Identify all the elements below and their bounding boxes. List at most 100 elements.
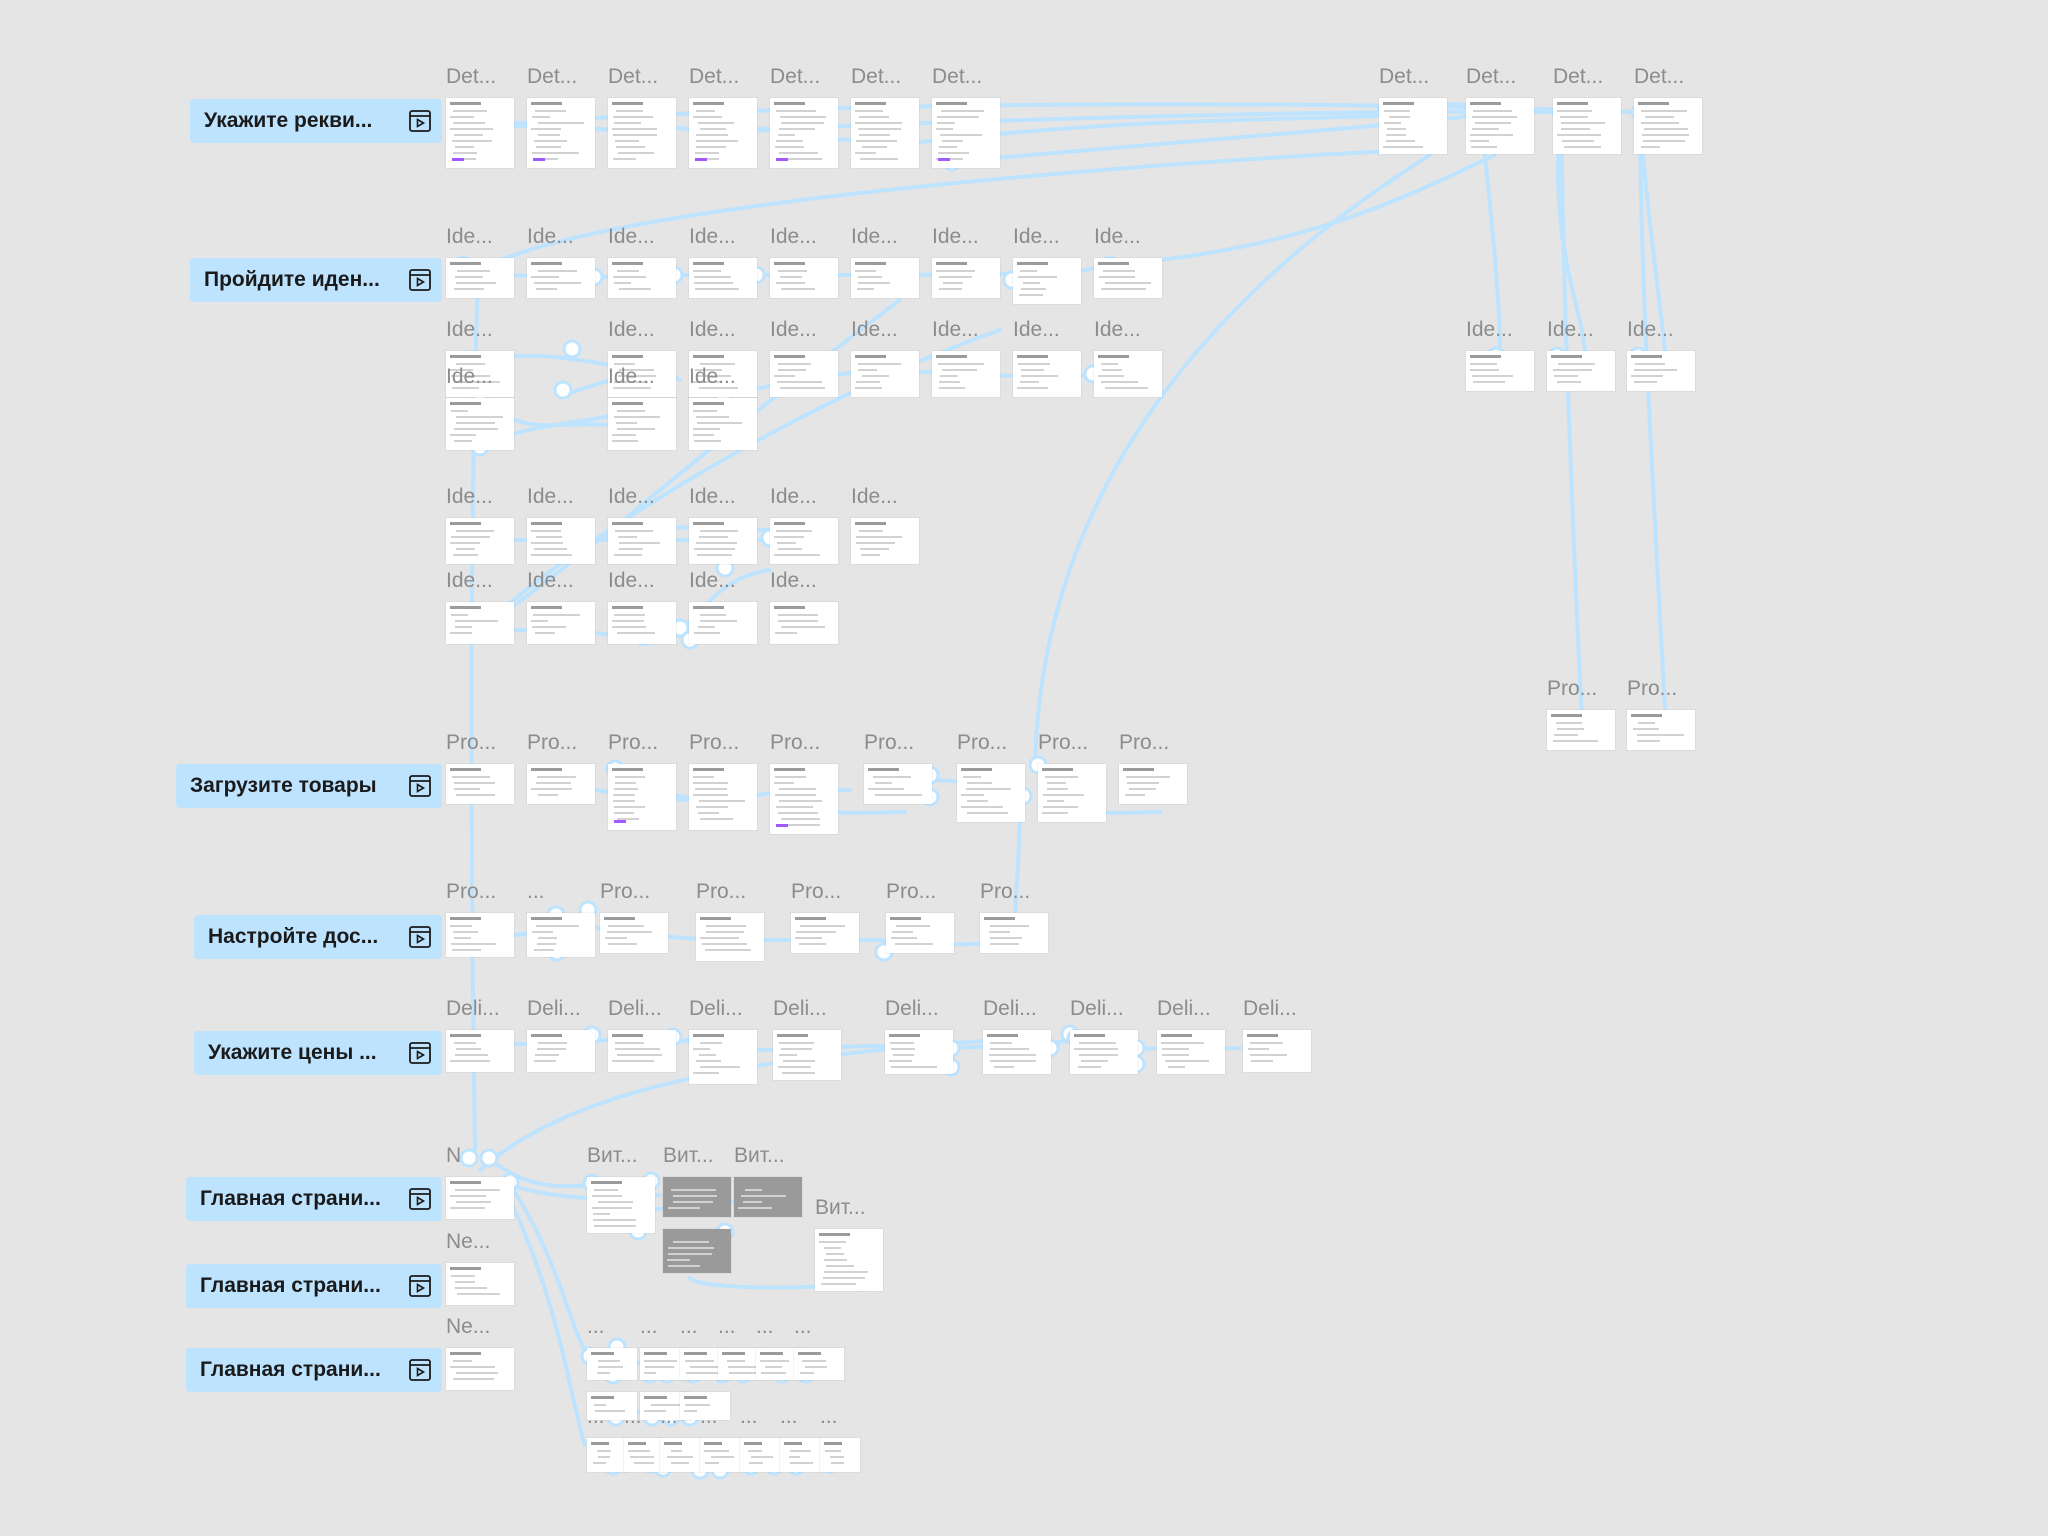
frame-name[interactable]: Ide... [527,569,574,592]
frame-thumbnail[interactable] [446,1030,514,1072]
frame-name[interactable]: Det... [1466,65,1517,88]
frame-name[interactable]: Ide... [770,569,817,592]
frame-thumbnail[interactable] [1634,98,1702,154]
frame-name[interactable]: Ide... [1094,318,1141,341]
frame-name[interactable]: Ne... [446,1230,491,1253]
frame-thumbnail[interactable] [770,518,838,564]
frame-thumbnail[interactable] [446,913,514,957]
frame-thumbnail[interactable] [932,98,1000,168]
frame-name[interactable]: Det... [1379,65,1430,88]
frame-name[interactable]: Ide... [689,485,736,508]
play-frame-icon[interactable] [408,774,432,798]
frame-thumbnail[interactable] [770,351,838,397]
frame-name[interactable]: Ide... [608,225,655,248]
flow-start-upload-products[interactable]: Загрузите товары [176,764,442,808]
frame-name[interactable]: Pro... [446,880,497,903]
frame-name[interactable]: Ide... [770,225,817,248]
frame-name[interactable]: Pro... [886,880,937,903]
play-frame-icon[interactable] [408,1274,432,1298]
flow-start-home-1[interactable]: Главная страни... [186,1177,442,1221]
frame-name[interactable]: Det... [932,65,983,88]
flow-start-access-settings[interactable]: Настройте дос... [194,915,442,959]
frame-name[interactable]: Pro... [791,880,842,903]
frame-thumbnail[interactable] [734,1177,802,1217]
frame-thumbnail[interactable] [689,602,757,644]
frame-thumbnail[interactable] [608,398,676,450]
frame-name[interactable]: Ide... [770,318,817,341]
frame-name[interactable]: Ide... [446,318,493,341]
frame-name[interactable]: ... [794,1315,812,1338]
frame-name[interactable]: Ide... [689,569,736,592]
frame-thumbnail[interactable] [660,1438,700,1472]
frame-name[interactable]: Ide... [608,365,655,388]
frame-thumbnail[interactable] [689,764,757,830]
frame-thumbnail[interactable] [1070,1030,1138,1074]
frame-thumbnail[interactable] [851,351,919,397]
frame-name[interactable]: Ide... [770,485,817,508]
frame-name[interactable]: Ide... [446,485,493,508]
flow-start-prices[interactable]: Укажите цены ... [194,1031,442,1075]
frame-thumbnail[interactable] [851,98,919,168]
frame-name[interactable]: Det... [446,65,497,88]
frame-name[interactable]: Pro... [689,731,740,754]
frame-name[interactable]: Deli... [446,997,500,1020]
frame-name[interactable]: ... [756,1315,774,1338]
frame-name[interactable]: Pro... [696,880,747,903]
connection-handle[interactable] [459,1148,479,1168]
frame-name[interactable]: Ide... [689,365,736,388]
frame-name[interactable]: Ide... [689,318,736,341]
frame-name[interactable]: ... [820,1405,838,1428]
frame-name[interactable]: Ide... [527,485,574,508]
frame-name[interactable]: Det... [527,65,578,88]
frame-thumbnail[interactable] [587,1438,627,1472]
frame-name[interactable]: Pro... [1627,677,1678,700]
frame-name[interactable]: Ide... [851,225,898,248]
frame-thumbnail[interactable] [446,351,514,397]
frame-name[interactable]: Pro... [957,731,1008,754]
frame-thumbnail[interactable] [527,518,595,564]
frame-name[interactable]: Pro... [608,731,659,754]
frame-thumbnail[interactable] [740,1438,780,1472]
frame-thumbnail[interactable] [1119,764,1187,804]
frame-name[interactable]: Ide... [446,225,493,248]
frame-name[interactable]: Pro... [1119,731,1170,754]
frame-name[interactable]: Deli... [1243,997,1297,1020]
frame-name[interactable]: Ne... [446,1315,491,1338]
frame-name[interactable]: Det... [608,65,659,88]
frame-thumbnail[interactable] [1038,764,1106,822]
frame-name[interactable]: Deli... [1157,997,1211,1020]
frame-thumbnail[interactable] [663,1229,731,1273]
frame-name[interactable]: Вит... [587,1144,638,1167]
frame-thumbnail[interactable] [446,1263,514,1305]
frame-thumbnail[interactable] [1466,98,1534,154]
frame-thumbnail[interactable] [794,1348,844,1380]
frame-name[interactable]: Deli... [983,997,1037,1020]
frame-thumbnail[interactable] [851,258,919,298]
frame-name[interactable]: ... [527,880,545,903]
frame-name[interactable]: Ide... [1547,318,1594,341]
frame-thumbnail[interactable] [1547,710,1615,750]
frame-thumbnail[interactable] [1013,258,1081,304]
frame-thumbnail[interactable] [608,764,676,830]
frame-thumbnail[interactable] [773,1030,841,1080]
frame-thumbnail[interactable] [980,913,1048,953]
frame-name[interactable]: Ide... [932,318,979,341]
play-frame-icon[interactable] [408,268,432,292]
frame-thumbnail[interactable] [663,1177,731,1217]
frame-thumbnail[interactable] [446,98,514,168]
frame-name[interactable]: Det... [1553,65,1604,88]
frame-name[interactable]: Ide... [446,569,493,592]
frame-name[interactable]: Deli... [527,997,581,1020]
frame-thumbnail[interactable] [1627,710,1695,750]
frame-thumbnail[interactable] [527,602,595,644]
frame-name[interactable]: ... [718,1315,736,1338]
frame-name[interactable]: Pro... [1547,677,1598,700]
frame-name[interactable]: Deli... [608,997,662,1020]
frame-name[interactable]: N [446,1144,462,1167]
frame-thumbnail[interactable] [689,351,757,397]
frame-thumbnail[interactable] [608,258,676,298]
frame-name[interactable]: Pro... [980,880,1031,903]
frame-thumbnail[interactable] [932,351,1000,397]
frame-thumbnail[interactable] [770,98,838,168]
frame-name[interactable]: Вит... [663,1144,714,1167]
